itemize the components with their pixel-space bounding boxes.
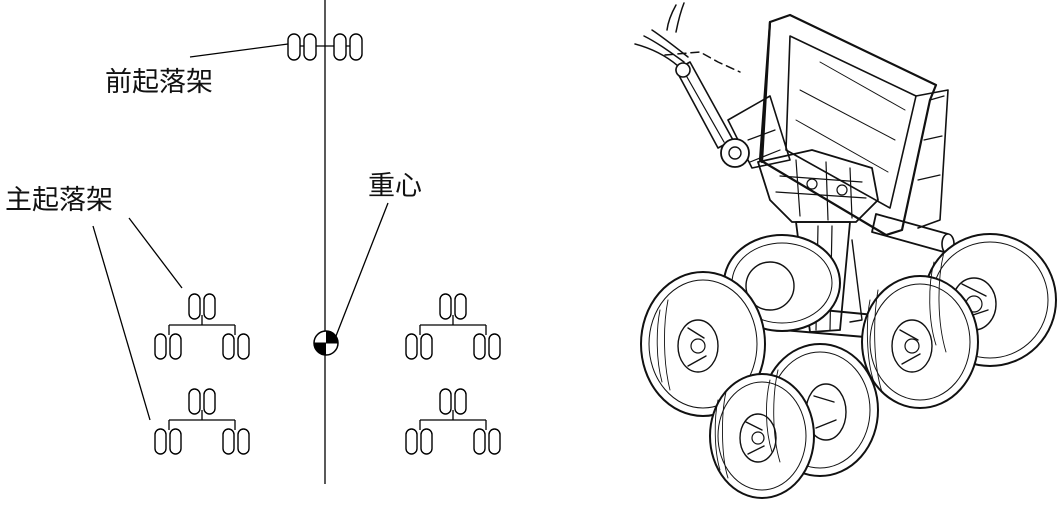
main-gear-bogie-right-aft [405,388,501,455]
drag-strut [675,61,734,149]
center-of-gravity-label: 重心 [368,171,422,202]
torque-link [720,95,791,169]
hydraulic-lines [634,2,741,73]
main-gear-bogie-left-aft [154,388,250,455]
side-brace-frame [758,13,949,237]
main-gear-label: 主起落架 [5,185,113,216]
main-landing-gear-illustration [634,2,1057,499]
wheel-front-bottom [709,373,815,499]
tire-tread-lines [656,251,947,479]
main-gear-bogie-right-fwd [405,293,501,360]
nose-gear-leader [189,43,289,58]
main-gear-leader-lower [92,225,151,421]
gear-layout-schematic: 前起落架 主起落架 [5,0,501,484]
main-gear-leader-upper [128,217,183,289]
nose-gear-symbol [287,33,363,61]
center-of-gravity-leader [335,202,389,337]
center-of-gravity-icon [313,330,339,356]
main-gear-bogie-left-fwd [154,293,250,360]
nose-gear-label: 前起落架 [105,67,213,98]
wheel-front-right [861,275,979,409]
wheel-front-left [640,271,766,417]
trunnion-block [757,149,879,223]
